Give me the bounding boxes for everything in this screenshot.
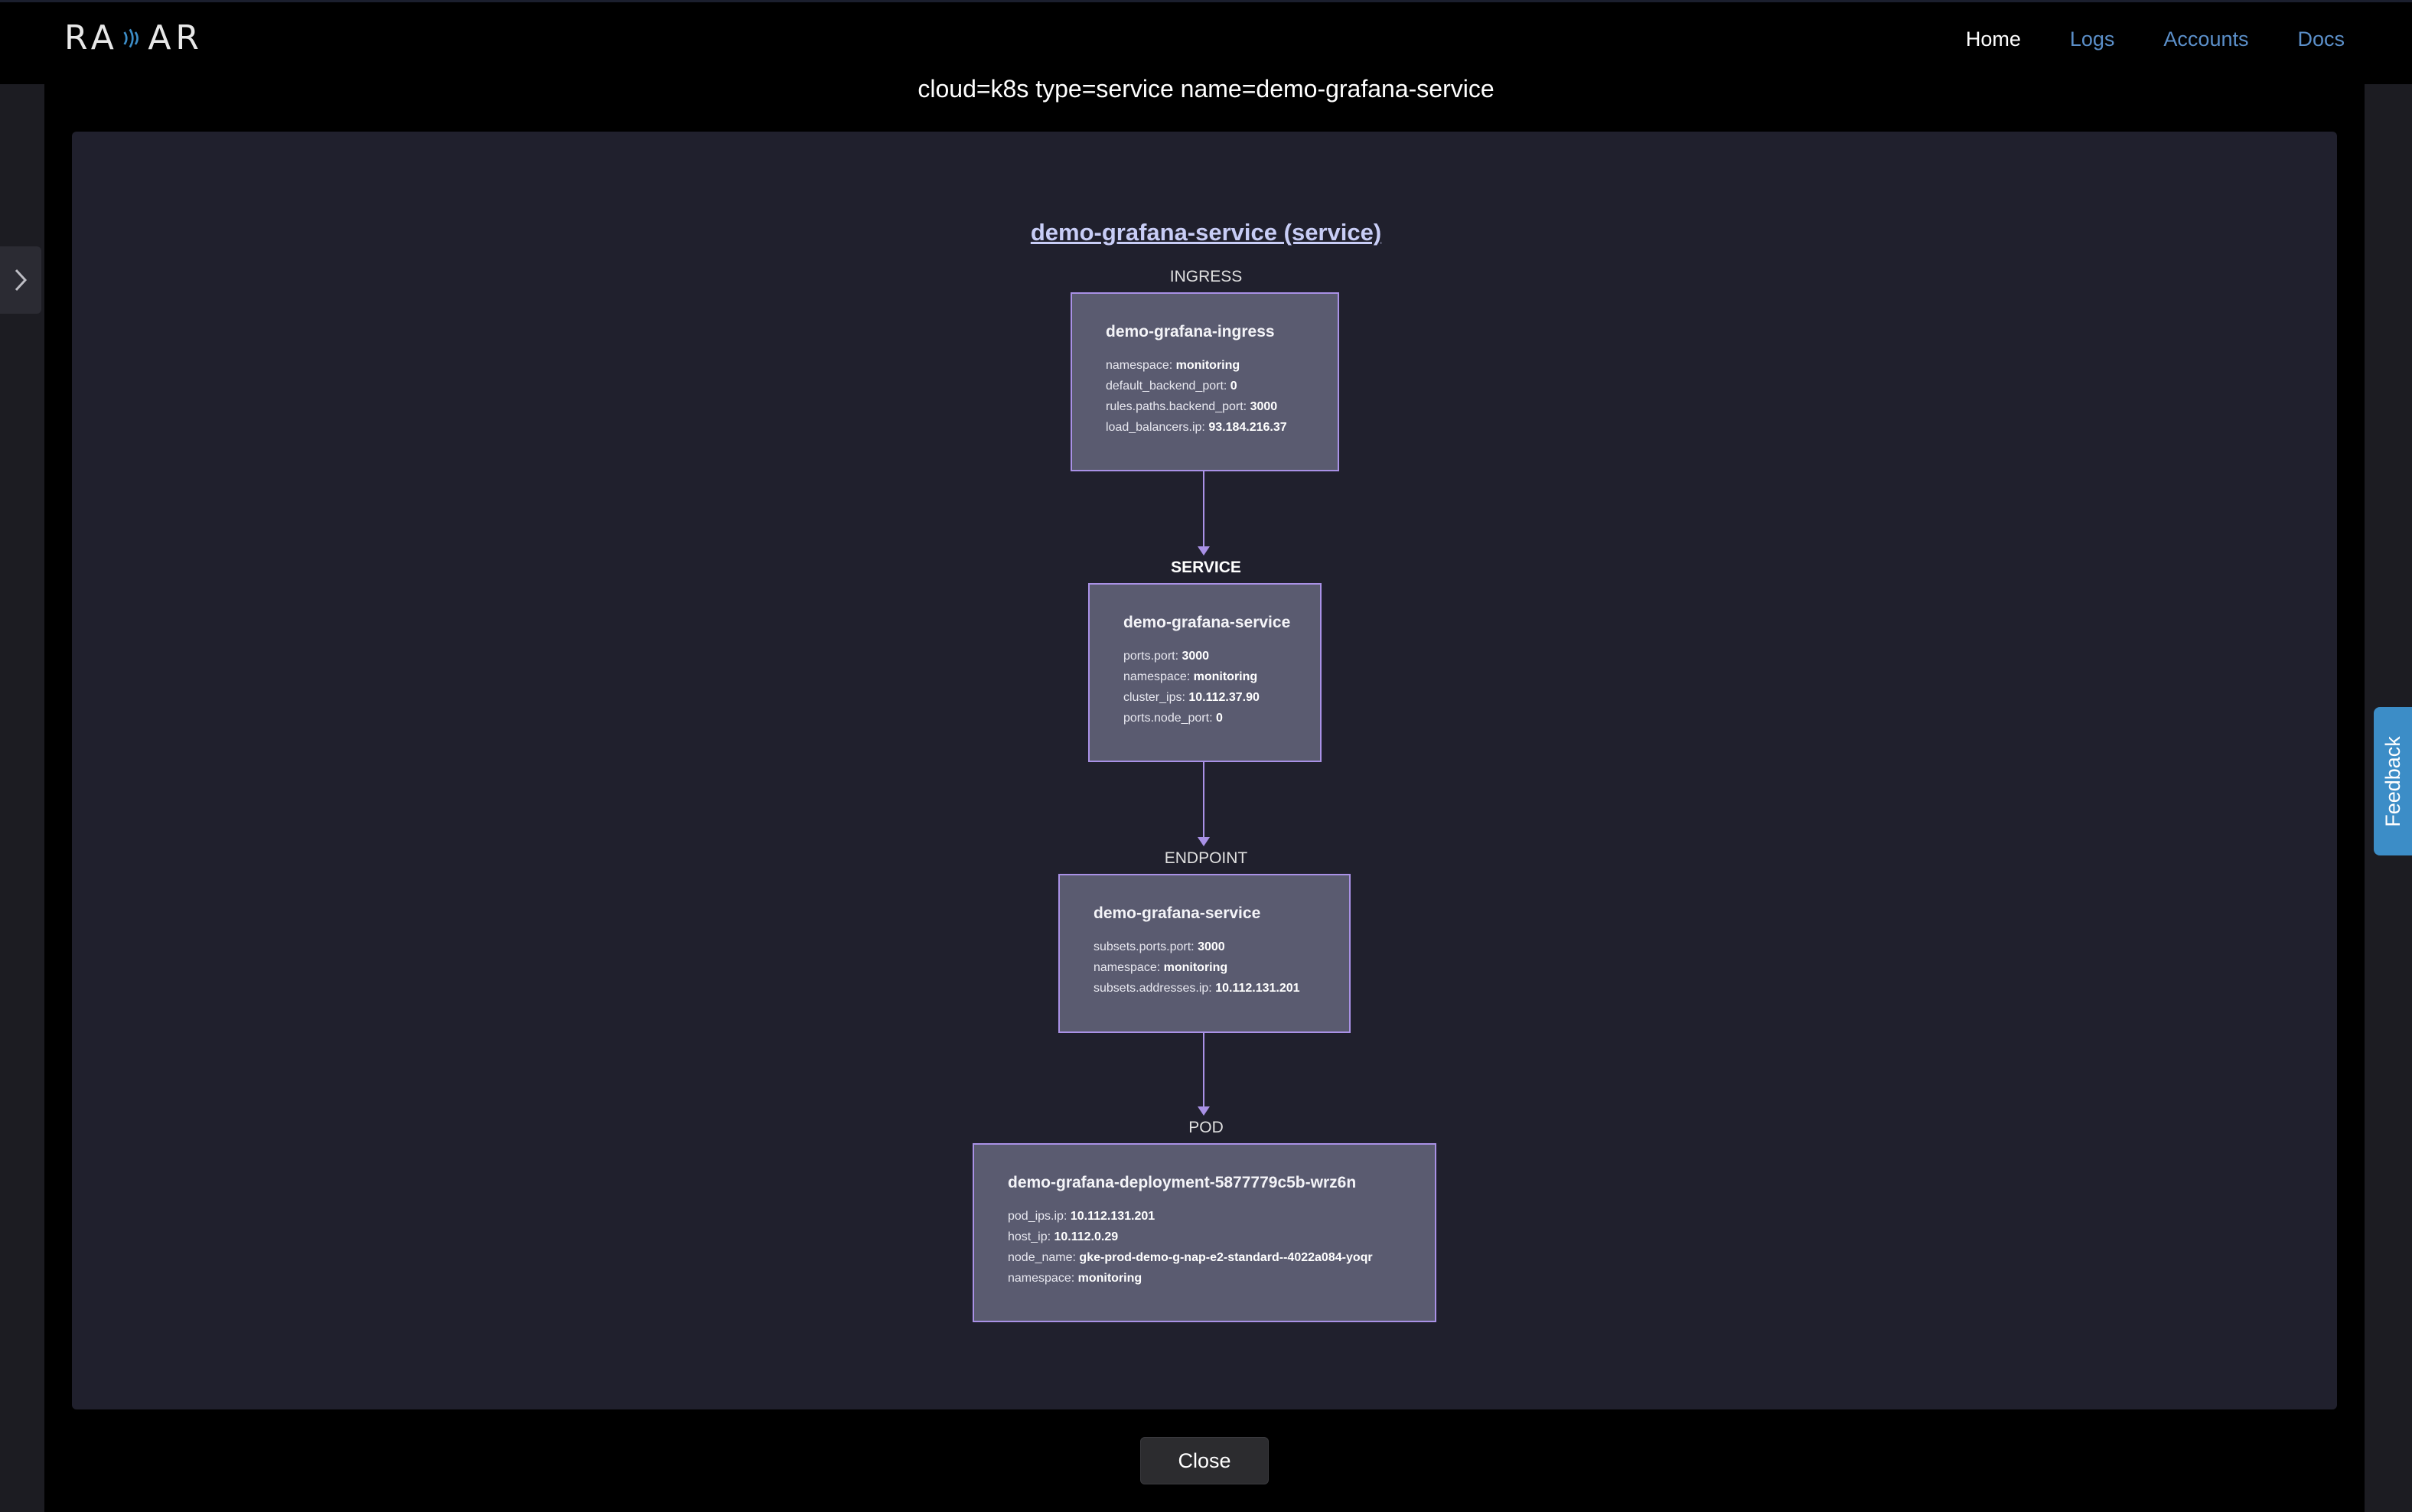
node-field: node_name: gke-prod-demo-g-nap-e2-standa… — [1008, 1251, 1373, 1264]
diagram-title-link[interactable]: demo-grafana-service (service) — [1030, 219, 1382, 246]
node-field: rules.paths.backend_port: 3000 — [1106, 400, 1278, 413]
node-type-label-endpoint: ENDPOINT — [1164, 849, 1248, 867]
sidebar-expand-toggle[interactable] — [0, 246, 41, 314]
node-type-label-pod: POD — [1188, 1119, 1224, 1136]
radar-logo[interactable]: RA AR — [64, 18, 204, 57]
node-field: default_backend_port: 0 — [1106, 380, 1237, 393]
edge-service-endpoint — [1203, 762, 1204, 839]
node-field: namespace: monitoring — [1106, 359, 1240, 372]
node-service[interactable]: demo-grafana-service ports.port: 3000 na… — [1088, 583, 1322, 762]
arrow-head — [1198, 546, 1210, 556]
node-field: subsets.ports.port: 3000 — [1094, 940, 1225, 953]
arrow-head — [1198, 1106, 1210, 1116]
feedback-tab[interactable]: Feedback — [2374, 707, 2412, 855]
top-nav: Home Logs Accounts Docs — [1966, 28, 2345, 51]
node-name: demo-grafana-deployment-5877779c5b-wrz6n — [1008, 1174, 1357, 1191]
node-endpoint[interactable]: demo-grafana-service subsets.ports.port:… — [1058, 874, 1351, 1033]
node-field: host_ip: 10.112.0.29 — [1008, 1230, 1119, 1243]
edge-endpoint-pod — [1203, 1033, 1204, 1108]
node-field: namespace: monitoring — [1008, 1272, 1142, 1285]
node-field: cluster_ips: 10.112.37.90 — [1123, 691, 1260, 704]
nav-home[interactable]: Home — [1965, 28, 2021, 51]
node-type-label-ingress: INGRESS — [1169, 268, 1243, 285]
nav-logs[interactable]: Logs — [2069, 28, 2115, 51]
radar-waves-icon — [123, 28, 139, 48]
node-field: ports.port: 3000 — [1123, 650, 1210, 663]
node-name: demo-grafana-ingress — [1106, 323, 1275, 341]
left-sidebar-strip — [0, 84, 44, 1512]
node-type-label-service: SERVICE — [1171, 559, 1241, 576]
logo-text-right: AR — [148, 18, 204, 57]
node-name: demo-grafana-service — [1123, 614, 1291, 631]
node-name: demo-grafana-service — [1094, 904, 1261, 922]
close-button[interactable]: Close — [1140, 1437, 1269, 1484]
edge-ingress-service — [1203, 471, 1204, 548]
node-field: load_balancers.ip: 93.184.216.37 — [1106, 421, 1287, 434]
nav-accounts[interactable]: Accounts — [2163, 28, 2249, 51]
modal-title: cloud=k8s type=service name=demo-grafana… — [918, 75, 1494, 103]
node-field: namespace: monitoring — [1094, 961, 1228, 974]
nav-docs[interactable]: Docs — [2297, 28, 2345, 51]
chevron-right-icon — [15, 269, 28, 292]
node-field: namespace: monitoring — [1123, 670, 1258, 683]
arrow-head — [1198, 837, 1210, 846]
top-border — [0, 0, 2412, 2]
node-field: ports.node_port: 0 — [1123, 712, 1223, 725]
node-field: subsets.addresses.ip: 10.112.131.201 — [1094, 982, 1300, 995]
node-ingress[interactable]: demo-grafana-ingress namespace: monitori… — [1071, 292, 1339, 471]
node-pod[interactable]: demo-grafana-deployment-5877779c5b-wrz6n… — [973, 1143, 1436, 1322]
feedback-label: Feedback — [2381, 735, 2404, 827]
logo-text-left: RA — [64, 18, 119, 57]
node-field: pod_ips.ip: 10.112.131.201 — [1008, 1210, 1155, 1223]
